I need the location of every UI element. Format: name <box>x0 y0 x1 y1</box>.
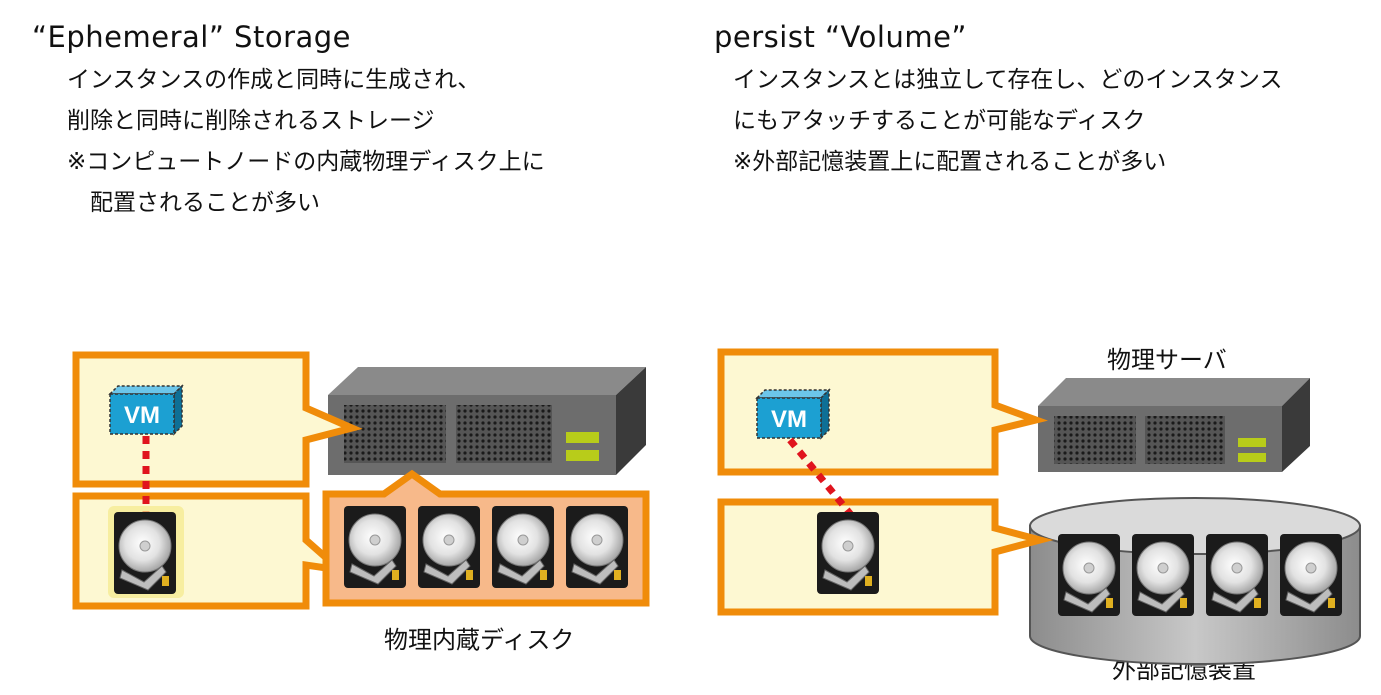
right-disk-callout <box>717 498 1054 616</box>
left-internal-disk-icon-4 <box>565 505 629 589</box>
left-internal-disk-icon-3 <box>491 505 555 589</box>
right-vm-callout <box>717 348 1049 476</box>
left-vm-disk-icon <box>113 511 177 595</box>
right-storage-disk-icon-1 <box>1057 533 1121 617</box>
right-description-line: ※外部記憶装置上に配置されることが多い <box>733 149 1167 175</box>
left-description: インスタンスの作成と同時に生成され、 削除と同時に削除されるストレージ ※コンピ… <box>67 60 545 224</box>
left-title: “Ephemeral” Storage <box>32 20 352 54</box>
left-description-line: インスタンスの作成と同時に生成され、 <box>67 67 481 93</box>
right-server-label: 物理サーバ <box>1107 346 1227 374</box>
left-caption-internal-disk: 物理内蔵ディスク <box>384 626 575 654</box>
left-description-line: 削除と同時に削除されるストレージ <box>67 108 435 134</box>
left-vm-icon: VM <box>109 385 183 435</box>
right-title: persist “Volume” <box>714 20 967 54</box>
left-description-line: 配置されることが多い <box>67 190 320 216</box>
left-vm-label: VM <box>124 402 160 429</box>
right-volume-disk-icon <box>816 511 880 595</box>
right-description: インスタンスとは独立して存在し、どのインスタンス にもアタッチすることが可能なデ… <box>733 60 1282 183</box>
left-internal-disk-icon-1 <box>343 505 407 589</box>
right-description-line: インスタンスとは独立して存在し、どのインスタンス <box>733 67 1283 93</box>
right-storage-disk-icon-2 <box>1131 533 1195 617</box>
right-vm-icon: VM <box>756 389 830 439</box>
left-internal-disk-icon-2 <box>417 505 481 589</box>
right-server-icon <box>1038 378 1310 472</box>
left-description-line: ※コンピュートノードの内蔵物理ディスク上に <box>67 149 545 175</box>
right-description-line: にもアタッチすることが可能なディスク <box>733 108 1146 134</box>
right-storage-disk-icon-3 <box>1205 533 1269 617</box>
left-server-icon <box>328 367 646 475</box>
right-vm-label: VM <box>771 406 807 433</box>
right-storage-disk-icon-4 <box>1279 533 1343 617</box>
right-vm-volume-link <box>787 437 855 519</box>
